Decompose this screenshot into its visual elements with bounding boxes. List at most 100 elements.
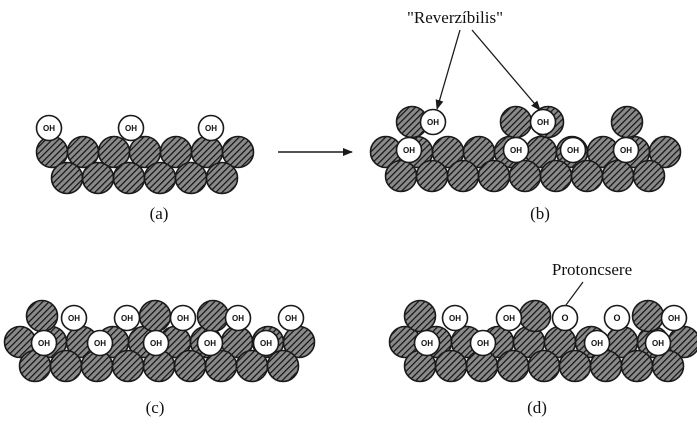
panel-d: OH OH OH O O OH OH OH OH <box>388 299 697 383</box>
oxygen-label: O <box>613 313 620 323</box>
hydroxyl-label: OH <box>68 314 80 323</box>
metal-atom-icon <box>477 159 511 193</box>
metal-atom-icon <box>205 161 239 195</box>
hydroxyl-atom-icon <box>469 329 497 357</box>
hydroxyl-atom-icon <box>660 304 688 332</box>
metal-atom-icon <box>174 161 208 195</box>
hydroxyl-label: OH <box>94 339 106 348</box>
hydroxyl-atom-icon <box>583 329 611 357</box>
hydroxyl-label: OH <box>232 314 244 323</box>
hydroxyl-atom-icon <box>142 329 170 357</box>
hydroxyl-atom-icon <box>169 304 197 332</box>
metal-atom-icon <box>81 161 115 195</box>
reversible-arrow-right <box>471 29 541 111</box>
hydroxyl-label: OH <box>285 314 297 323</box>
panel-label-b: (b) <box>530 204 550 223</box>
hydroxyl-atom-icon <box>117 114 145 142</box>
metal-atom-icon <box>25 299 59 333</box>
hydroxyl-atom-icon <box>224 304 252 332</box>
annotation-proton-exchange: Protoncsere <box>552 260 632 279</box>
reversible-arrow-left <box>435 29 461 110</box>
metal-atom-icon <box>384 159 418 193</box>
panel-label-d: (d) <box>527 398 547 417</box>
metal-atom-icon <box>570 159 604 193</box>
metal-atom-icon <box>610 105 644 139</box>
metal-atom-icon <box>620 349 654 383</box>
hydroxyl-label: OH <box>668 314 680 323</box>
hydroxyl-atom-icon <box>113 304 141 332</box>
metal-atom-icon <box>143 161 177 195</box>
hydroxyl-label: OH <box>150 339 162 348</box>
hydroxyl-atom-icon <box>35 114 63 142</box>
hydroxyl-label: OH <box>503 314 515 323</box>
metal-atom-icon <box>173 349 207 383</box>
hydroxyl-atom-icon <box>419 108 447 136</box>
metal-atom-icon <box>434 349 468 383</box>
metal-atom-icon <box>112 161 146 195</box>
metal-atom-icon <box>558 349 592 383</box>
metal-atom-icon <box>648 135 682 169</box>
hydroxyl-label: OH <box>652 339 664 348</box>
hydroxyl-label: OH <box>205 124 217 133</box>
metal-atom-icon <box>518 299 552 333</box>
hydroxyl-atom-icon <box>559 136 587 164</box>
hydroxyl-label: OH <box>421 339 433 348</box>
annotation-reversible: "Reverzíbilis" <box>407 8 503 27</box>
hydroxyl-label: OH <box>38 339 50 348</box>
metal-atom-icon <box>499 105 533 139</box>
metal-atom-icon <box>50 161 84 195</box>
hydroxyl-label: OH <box>260 339 272 348</box>
metal-atom-icon <box>496 349 530 383</box>
oxygen-label: O <box>561 313 568 323</box>
proton-exchange-pointer <box>565 281 584 306</box>
hydroxyl-atom-icon <box>196 329 224 357</box>
metal-atom-icon <box>508 159 542 193</box>
panel-c: OH OH OH OH OH OH OH OH OH OH <box>3 299 316 383</box>
hydroxyl-atom-icon <box>502 136 530 164</box>
panel-label-c: (c) <box>146 398 165 417</box>
hydroxyl-label: OH <box>204 339 216 348</box>
hydroxyl-label: OH <box>121 314 133 323</box>
metal-atom-icon <box>539 159 573 193</box>
metal-atom-icon <box>111 349 145 383</box>
oxygen-atom-icon <box>551 304 579 332</box>
metal-atom-icon <box>527 349 561 383</box>
hydroxyl-atom-icon <box>86 329 114 357</box>
hydroxyl-atom-icon <box>612 136 640 164</box>
hydroxyl-label: OH <box>477 339 489 348</box>
metal-atom-icon <box>632 159 666 193</box>
metal-atom-icon <box>403 299 437 333</box>
hydroxyl-label: OH <box>591 339 603 348</box>
metal-atom-icon <box>415 159 449 193</box>
hydroxyl-atom-icon <box>30 329 58 357</box>
hydroxyl-atom-icon <box>441 304 469 332</box>
metal-atom-icon <box>196 299 230 333</box>
hydroxyl-label: OH <box>537 118 549 127</box>
hydroxyl-atom-icon <box>644 329 672 357</box>
hydroxyl-label: OH <box>510 146 522 155</box>
hydroxyl-atom-icon <box>252 329 280 357</box>
hydroxyl-atom-icon <box>529 108 557 136</box>
metal-atom-icon <box>631 299 665 333</box>
hydroxyl-atom-icon <box>60 304 88 332</box>
hydroxyl-label: OH <box>177 314 189 323</box>
oxygen-atom-icon <box>603 304 631 332</box>
hydroxyl-atom-icon <box>277 304 305 332</box>
hydroxyl-label: OH <box>567 146 579 155</box>
metal-atom-icon <box>601 159 635 193</box>
hydroxyl-atom-icon <box>197 114 225 142</box>
hydroxyl-label: OH <box>620 146 632 155</box>
hydroxyl-atom-icon <box>495 304 523 332</box>
metal-atom-icon <box>138 299 172 333</box>
hydroxyl-label: OH <box>125 124 137 133</box>
hydroxyl-atom-icon <box>395 136 423 164</box>
hydroxyl-label: OH <box>403 146 415 155</box>
hydroxyl-atom-icon <box>413 329 441 357</box>
hydroxyl-label: OH <box>449 314 461 323</box>
metal-atom-icon <box>221 135 255 169</box>
metal-atom-icon <box>446 159 480 193</box>
metal-atom-icon <box>49 349 83 383</box>
